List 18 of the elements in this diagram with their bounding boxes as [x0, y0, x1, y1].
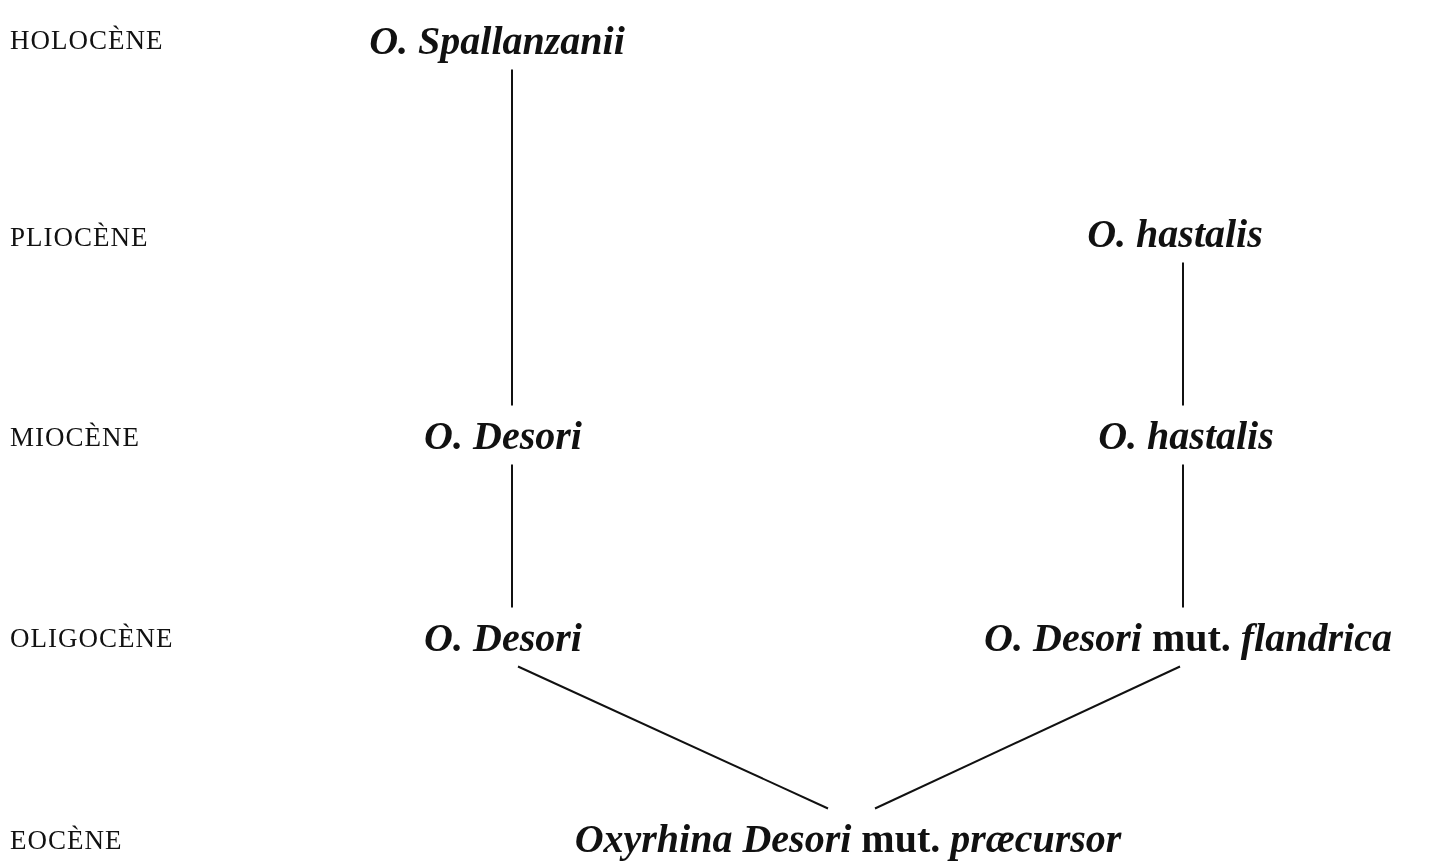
species-name: O. hastalis	[1098, 411, 1274, 459]
connector-line	[511, 68, 513, 407]
epoch-label: EOCÈNE	[10, 824, 123, 856]
connector-line	[511, 463, 513, 609]
connector-line	[874, 665, 1181, 810]
epoch-label: HOLOCÈNE	[10, 24, 164, 56]
species-name: O. Desori	[424, 411, 582, 459]
epoch-label: OLIGOCÈNE	[10, 622, 174, 654]
connector-line	[1182, 261, 1184, 407]
species-name: O. Desori	[424, 613, 582, 661]
connector-line	[517, 665, 829, 810]
species-name: Oxyrhina Desori mut. præcursor	[574, 814, 1122, 862]
species-name: O. Desori mut. flandrica	[984, 613, 1392, 661]
epoch-label: PLIOCÈNE	[10, 221, 149, 253]
epoch-label: MIOCÈNE	[10, 421, 140, 453]
connector-line	[1182, 463, 1184, 609]
species-name: O. Spallanzanii	[369, 16, 625, 64]
species-name: O. hastalis	[1087, 209, 1263, 257]
